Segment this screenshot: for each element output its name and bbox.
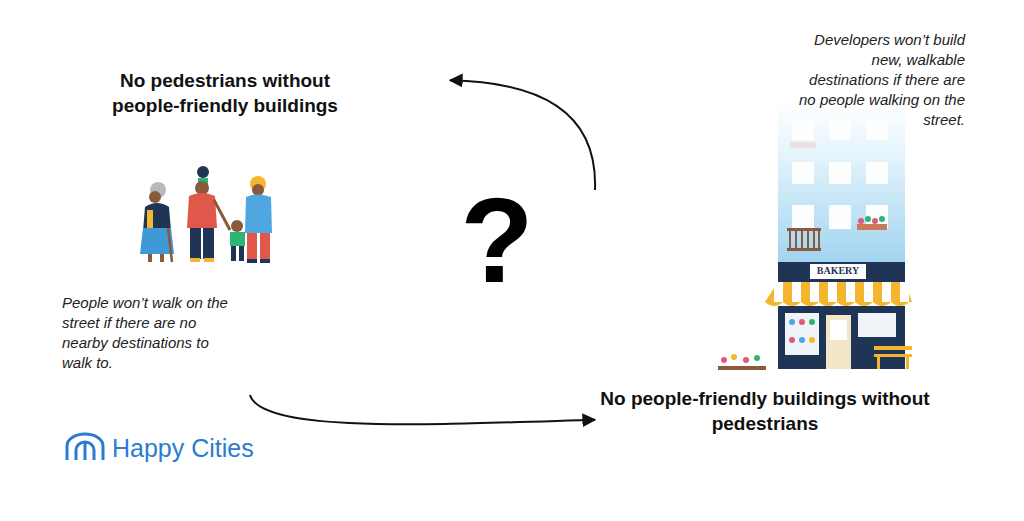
- pedestrian-family: [140, 166, 272, 263]
- logo-icon: [67, 434, 103, 460]
- brand-name: Happy Cities: [112, 433, 282, 463]
- statement-group: No pedestrians without people-friendly b…: [60, 65, 450, 395]
- statement-heading: No pedestrians without people-friendly b…: [95, 68, 355, 118]
- explanation-note: Developers won’t build new, walkable des…: [795, 30, 965, 130]
- bakery-building: [718, 100, 912, 370]
- question-mark: ?: [452, 180, 542, 300]
- cycle-arrow: [250, 395, 595, 424]
- shop-sign-text: BAKERY: [810, 265, 866, 277]
- statement-group: Developers won’t build new, walkable des…: [595, 28, 968, 440]
- explanation-note: People won’t walk on the street if there…: [62, 293, 230, 373]
- cycle-arrow: [450, 80, 595, 190]
- statement-heading: No people-friendly buildings without ped…: [600, 386, 930, 436]
